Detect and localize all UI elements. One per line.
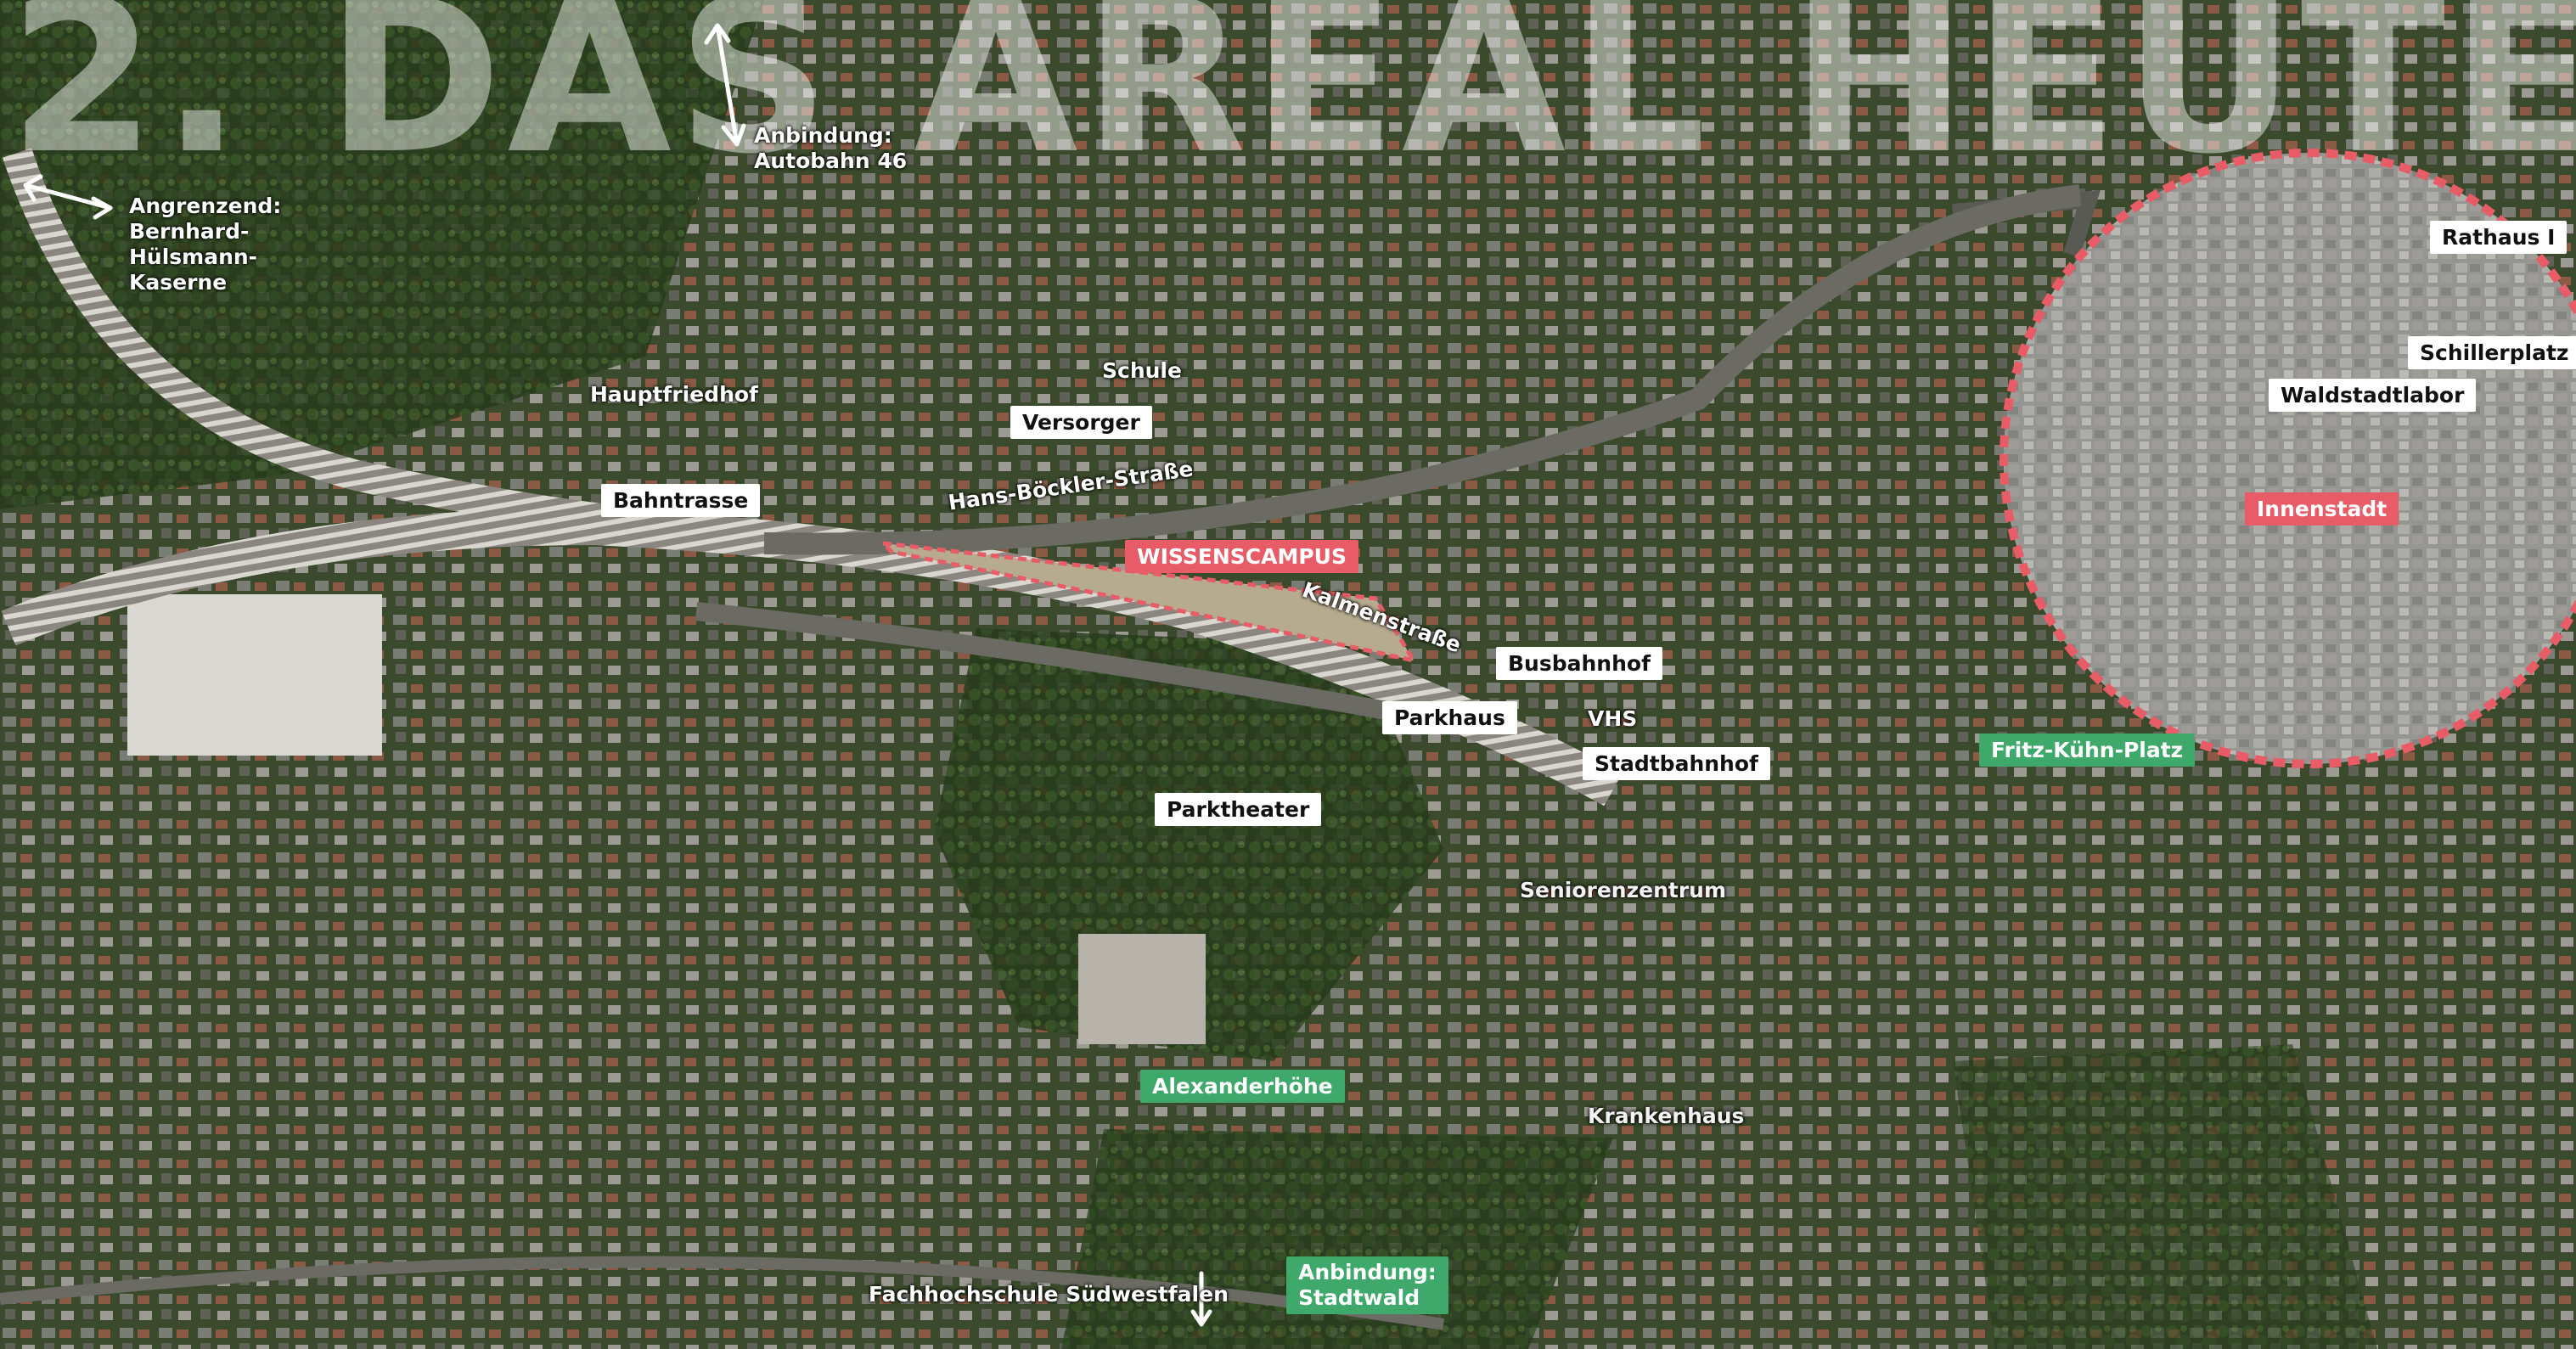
page-title: 2. DAS AREAL HEUTE: [8, 0, 2576, 200]
label-versorger: Versorger: [1010, 406, 1152, 439]
label-krankenhaus: Krankenhaus: [1588, 1104, 1745, 1128]
innenstadt-circle: [1999, 149, 2576, 768]
label-fachhochschule: Fachhochschule Südwestfalen: [869, 1282, 1229, 1307]
label-angrenzend-kaserne: Angrenzend: Bernhard- Hülsmann- Kaserne: [129, 194, 282, 295]
label-innenstadt: Innenstadt: [2245, 492, 2399, 526]
label-stadtbahnhof: Stadtbahnhof: [1583, 747, 1770, 780]
wissenscampus-area: [877, 540, 1419, 664]
label-busbahnhof: Busbahnhof: [1496, 647, 1662, 680]
label-parktheater: Parktheater: [1155, 793, 1322, 826]
label-waldstadtlabor: Waldstadtlabor: [2269, 379, 2477, 412]
arrow-autobahn-icon: [704, 23, 746, 147]
label-schule: Schule: [1102, 358, 1182, 383]
label-anbindung-stadtwald: Anbindung: Stadtwald: [1286, 1256, 1448, 1314]
label-seniorenzentrum: Seniorenzentrum: [1520, 878, 1727, 902]
label-vhs: VHS: [1588, 706, 1638, 731]
label-fritz-kuehn-platz: Fritz-Kühn-Platz: [1979, 734, 2196, 767]
label-hauptfriedhof: Hauptfriedhof: [590, 382, 758, 407]
label-parkhaus: Parkhaus: [1382, 701, 1517, 734]
label-rathaus: Rathaus I: [2430, 221, 2568, 254]
label-anbindung-autobahn: Anbindung: Autobahn 46: [754, 123, 908, 173]
label-bahntrasse: Bahntrasse: [601, 484, 761, 517]
arrow-kaserne-icon: [23, 174, 113, 220]
label-wissenscampus: WISSENSCAMPUS: [1125, 540, 1358, 573]
label-schillerplatz: Schillerplatz: [2408, 336, 2576, 369]
label-alexanderhoehe: Alexanderhöhe: [1140, 1070, 1345, 1103]
arrow-fachhochschule-icon: [1190, 1271, 1212, 1327]
